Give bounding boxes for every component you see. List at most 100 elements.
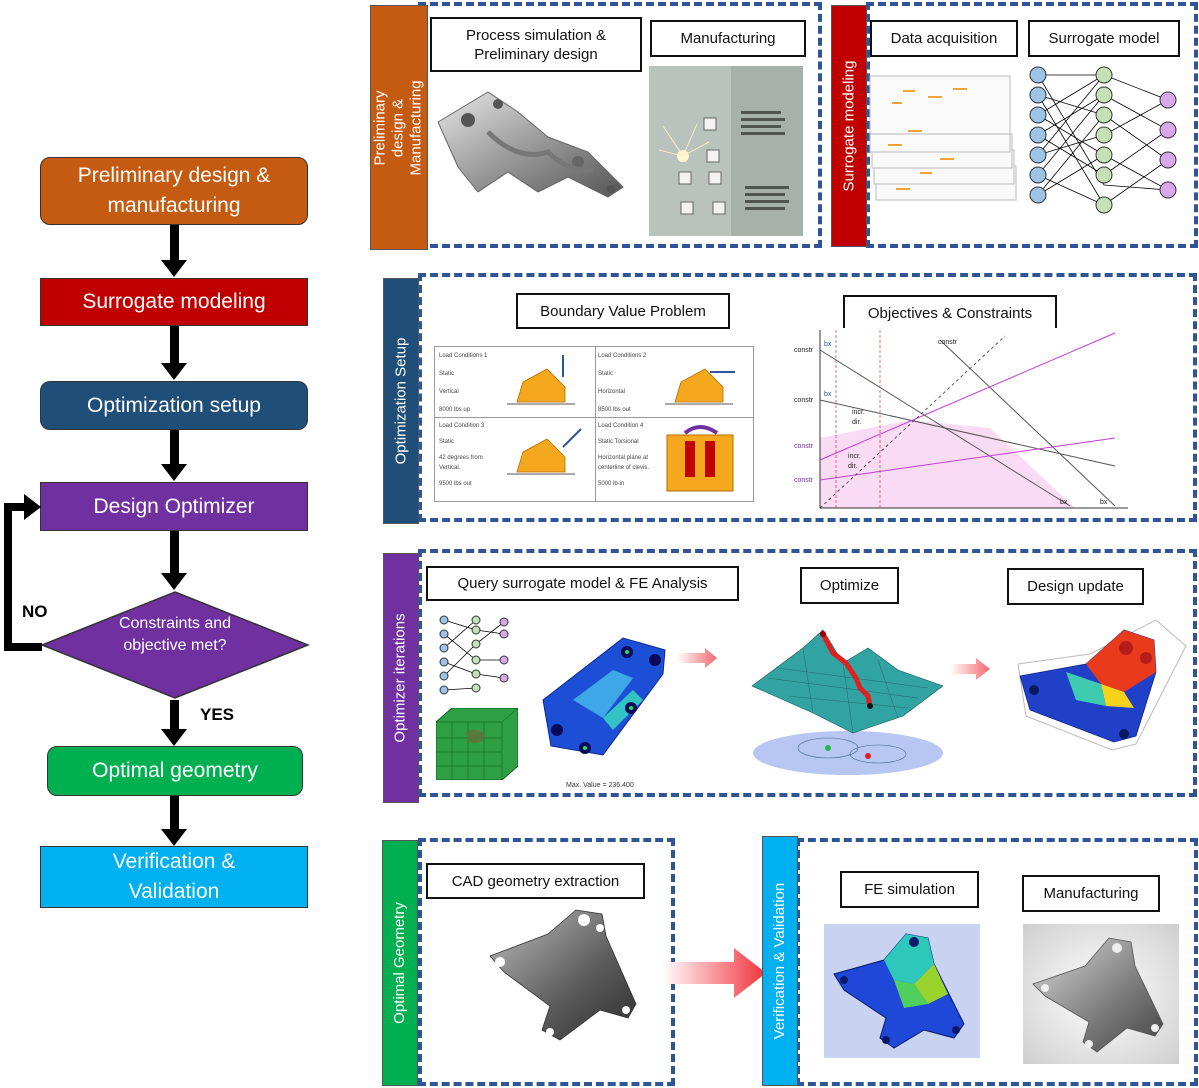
svg-text:bx: bx [824, 341, 832, 348]
label-text: Manufacturing [680, 30, 776, 47]
red-arrow-3 [662, 948, 766, 998]
label-boundary-value-problem: Boundary Value Problem [516, 293, 730, 329]
label-manufacturing-1: Manufacturing [650, 20, 806, 57]
step-label: Optimization setup [87, 393, 261, 417]
svg-text:dir.: dir. [848, 463, 857, 470]
svg-text:constr: constr [794, 443, 814, 450]
neural-network-diagram [1029, 66, 1177, 214]
svg-text:dir.: dir. [852, 419, 861, 426]
optimization-surface-plot [751, 629, 944, 775]
label-text: Objectives & Constraints [867, 304, 1033, 322]
side-title-verification: Verification & Validation [762, 836, 798, 1086]
arrow-head [161, 729, 187, 746]
step-surrogate-modeling: Surrogate modeling [40, 278, 308, 326]
label-data-acquisition: Data acquisition [870, 20, 1018, 57]
arrow-head [161, 573, 187, 590]
side-title-text: Preliminary design & Manufacturing [372, 79, 426, 176]
red-arrow-1 [677, 648, 717, 668]
label-text: CAD geometry extraction [451, 872, 620, 890]
label-fe-simulation: FE simulation [840, 871, 979, 908]
label-text: Optimize [819, 577, 880, 594]
small-neural-network-icon [439, 615, 509, 695]
manufacturing-photo-1 [649, 66, 803, 236]
side-title-setup: Optimization Setup [383, 278, 419, 524]
label-text: Manufacturing [1043, 885, 1139, 902]
bracket-preliminary-image [428, 82, 638, 230]
side-title-text: Optimal Geometry [391, 902, 409, 1024]
label-optimize: Optimize [800, 567, 899, 604]
svg-text:bx: bx [1060, 499, 1068, 506]
svg-text:incr.: incr. [852, 409, 865, 416]
step-design-optimizer: Design Optimizer [40, 482, 308, 531]
label-query-surrogate: Query surrogate model & FE Analysis [426, 566, 739, 601]
side-title-surrogate: Surrogate modeling [831, 5, 867, 247]
label-text: FE simulation [864, 881, 955, 898]
decision-diamond [40, 591, 310, 699]
arrow-connector [170, 225, 179, 263]
red-arrow-2 [950, 658, 990, 680]
svg-text:constr: constr [794, 397, 814, 404]
svg-text:constr: constr [794, 477, 814, 484]
label-surrogate-model: Surrogate model [1028, 20, 1180, 57]
step-verification-validation: Verification & Validation [40, 846, 308, 908]
side-title-optimal: Optimal Geometry [382, 840, 418, 1086]
label-objectives-constraints: Objectives & Constraints [843, 295, 1057, 331]
step-preliminary-design: Preliminary design & manufacturing [40, 157, 308, 225]
panel-surrogate-modeling [866, 2, 1198, 248]
arrow-connector [170, 796, 179, 832]
arrow-head [161, 464, 187, 481]
data-stack-image [869, 75, 1017, 201]
arrow-connector [170, 326, 179, 366]
manufactured-part-image [1023, 924, 1179, 1064]
side-title-text: Verification & Validation [771, 882, 789, 1040]
svg-text:bx: bx [824, 391, 832, 398]
arrow-connector [170, 700, 179, 732]
svg-text:incr.: incr. [848, 453, 861, 460]
no-label: NO [22, 602, 48, 621]
arrow-head [161, 363, 187, 380]
panel-verification [796, 838, 1198, 1086]
label-text: Surrogate model [1048, 30, 1160, 47]
arrow-head [161, 260, 187, 277]
fe-caption: Max. Value = 236.400 [566, 782, 634, 789]
arrow-connector [170, 430, 179, 467]
no-loop-line [4, 503, 26, 511]
step-optimization-setup: Optimization setup [40, 381, 308, 430]
label-text: Process simulation & Preliminary design [465, 26, 607, 63]
panel-optimization-setup [418, 273, 1197, 522]
step-label: Surrogate modeling [82, 290, 266, 313]
design-update-result [1017, 619, 1187, 751]
label-process-simulation: Process simulation & Preliminary design [430, 17, 642, 72]
fe-analysis-result [542, 637, 666, 756]
step-label: Verification & Validation [112, 850, 236, 903]
label-text: Query surrogate model & FE Analysis [457, 575, 708, 592]
side-title-text: Optimization Setup [392, 337, 410, 465]
step-label: Preliminary design & manufacturing [77, 164, 271, 217]
label-cad-geometry: CAD geometry extraction [426, 863, 645, 899]
label-text: Design update [1027, 578, 1124, 595]
label-manufacturing-2: Manufacturing [1022, 875, 1160, 912]
svg-text:constr: constr [794, 347, 814, 354]
side-title-text: Optimizer iterations [392, 613, 409, 743]
objectives-constraints-chart: constr constr constr constr constr incr.… [790, 328, 1130, 512]
no-loop-arrow-head [24, 494, 41, 520]
arrow-head [161, 829, 187, 846]
side-title-preliminary: Preliminary design & Manufacturing [370, 5, 428, 250]
step-label: Design Optimizer [93, 494, 255, 518]
fe-mesh-cube [436, 708, 518, 780]
panel-optimizer-iterations [418, 549, 1197, 797]
arrow-connector [170, 531, 179, 576]
label-design-update: Design update [1007, 568, 1144, 605]
side-title-text: Surrogate modeling [840, 60, 858, 192]
step-label: Optimal geometry [92, 759, 258, 782]
no-loop-line [4, 503, 12, 651]
no-loop-line [4, 643, 42, 651]
label-text: Boundary Value Problem [540, 302, 706, 320]
svg-text:bx: bx [1100, 499, 1108, 506]
step-optimal-geometry: Optimal geometry [47, 746, 303, 796]
